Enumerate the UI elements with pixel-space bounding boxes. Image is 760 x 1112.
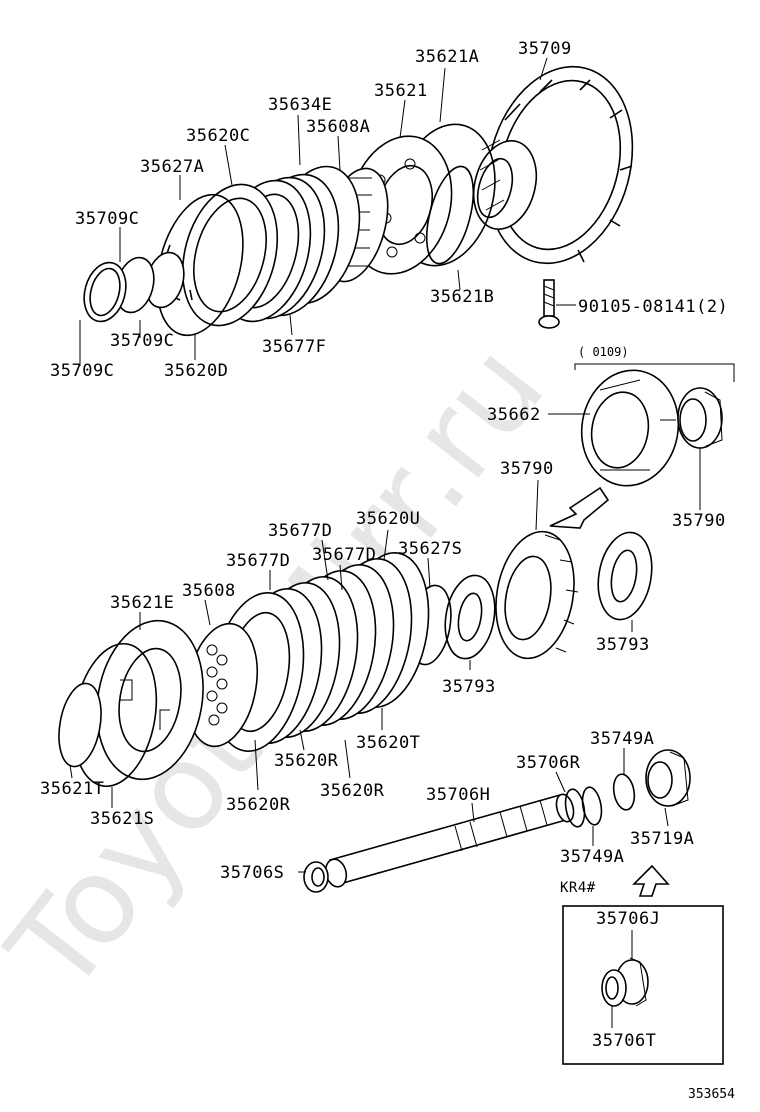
label-35749A-bottom: 35749A — [560, 847, 624, 867]
label-35627A: 35627A — [140, 157, 204, 177]
label-35706J: 35706J — [596, 909, 660, 929]
label-35620R-b: 35620R — [320, 781, 385, 801]
label-35793-left: 35793 — [442, 677, 496, 697]
label-35621S: 35621S — [90, 809, 154, 829]
label-35620R-a: 35620R — [274, 751, 339, 771]
label-35621T: 35621T — [40, 779, 104, 799]
label-35709: 35709 — [518, 39, 572, 59]
part-35790-bearing-small — [677, 387, 723, 449]
part-35621B-ring — [425, 165, 475, 265]
label-35677D-right: 35677D — [312, 545, 376, 565]
part-35790-gear — [495, 530, 579, 660]
part-35793-plate-right — [597, 531, 653, 621]
label-35620T: 35620T — [356, 733, 420, 753]
part-35749A-ring-c — [612, 773, 636, 811]
label-35793-right: 35793 — [596, 635, 650, 655]
label-35677D-top: 35677D — [268, 521, 332, 541]
paren-note: ( 0109) — [578, 345, 629, 359]
part-35719A-gear — [645, 749, 691, 807]
label-35634E: 35634E — [268, 95, 332, 115]
label-35706T: 35706T — [592, 1031, 656, 1051]
label-35706H: 35706H — [426, 785, 490, 805]
part-35662-hub — [580, 369, 680, 487]
kr4-label: KR4# — [560, 880, 596, 896]
label-90105: 90105-08141(2) — [578, 297, 728, 317]
direction-arrow — [549, 486, 610, 529]
label-35709C-bot: 35709C — [50, 361, 114, 381]
part-35621T-ring — [58, 682, 102, 768]
label-35608A: 35608A — [306, 117, 370, 137]
inset-box — [562, 905, 724, 1065]
label-35621A: 35621A — [415, 47, 479, 67]
shaft-assembly: 35706S 35706H 35706R 35749A 35749A 35719… — [220, 729, 694, 893]
label-35620R-c: 35620R — [226, 795, 291, 815]
part-35749A-ring-a — [564, 788, 586, 828]
label-35719A: 35719A — [630, 829, 694, 849]
label-35706R: 35706R — [516, 753, 581, 773]
label-35677F: 35677F — [262, 337, 326, 357]
part-35749A-ring-b — [581, 786, 603, 826]
label-35621: 35621 — [374, 81, 428, 101]
label-35620C: 35620C — [186, 126, 250, 146]
kr4-inset: KR4# 35706J 35706T — [560, 864, 724, 1065]
part-35706J-bearing — [601, 957, 649, 1007]
label-35706S: 35706S — [220, 863, 284, 883]
label-35790-right: 35790 — [672, 511, 726, 531]
part-35621E-piston — [96, 619, 204, 781]
lower-assembly: 35677D 35620U 35677D 35677D 35627S 35608… — [40, 509, 462, 829]
label-35621E: 35621E — [110, 593, 174, 613]
label-35790-gear: 35790 — [500, 459, 554, 479]
part-35608-spring — [186, 622, 258, 748]
part-35793-plate-left — [444, 574, 496, 660]
label-35621B: 35621B — [430, 287, 494, 307]
label-35677D-left: 35677D — [226, 551, 290, 571]
label-35627S: 35627S — [398, 539, 462, 559]
part-35709C-rings — [83, 251, 185, 323]
reaction-group: ( 0109) 35662 35790 35790 — [442, 345, 735, 697]
part-90105-bolt — [538, 279, 560, 329]
label-35709C-mid: 35709C — [110, 331, 174, 351]
part-35709-drum — [472, 65, 634, 265]
label-35709C-top: 35709C — [75, 209, 139, 229]
diagram-id: 353654 — [688, 1087, 735, 1102]
part-35706H-shaft — [324, 793, 575, 888]
upper-assembly: 35621A 35709 35621 35634E 35608A 35620C … — [50, 39, 728, 381]
up-arrow — [632, 864, 670, 897]
label-35662: 35662 — [487, 405, 541, 425]
label-35749A-top: 35749A — [590, 729, 654, 749]
label-35620D: 35620D — [164, 361, 228, 381]
label-35608: 35608 — [182, 581, 236, 601]
label-35620U: 35620U — [356, 509, 420, 529]
